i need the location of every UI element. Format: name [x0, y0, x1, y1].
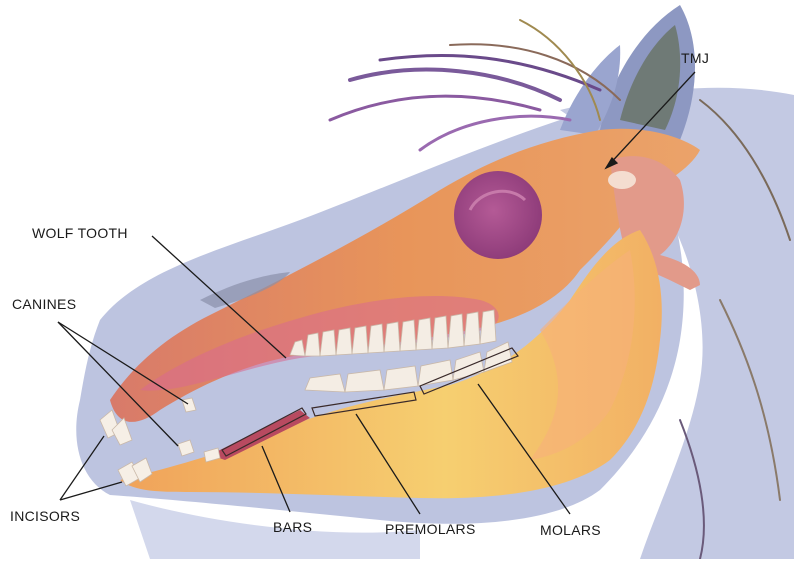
label-bars: BARS	[273, 519, 312, 535]
label-molars: MOLARS	[540, 522, 601, 538]
label-premolars: PREMOLARS	[385, 521, 476, 537]
label-canines: CANINES	[12, 296, 76, 312]
label-wolf-tooth: WOLF TOOTH	[32, 225, 128, 241]
ear	[560, 5, 695, 140]
eye-orbit	[454, 171, 542, 259]
label-incisors: INCISORS	[10, 508, 80, 524]
tmj-joint	[608, 171, 636, 189]
label-tmj: TMJ	[681, 50, 709, 66]
